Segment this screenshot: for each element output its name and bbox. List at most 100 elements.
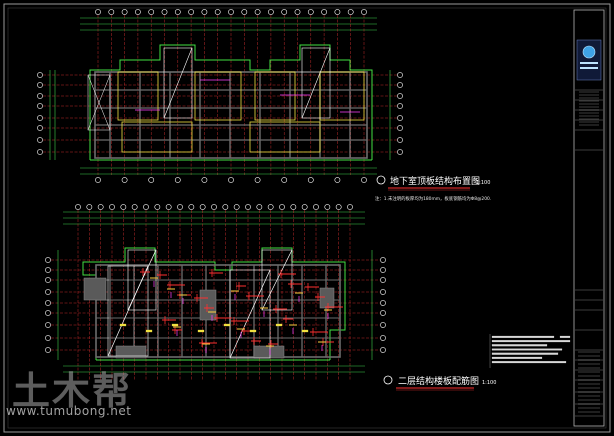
- label-mark: [275, 323, 283, 327]
- elevator-shaft: [87, 74, 111, 131]
- plan-2-scale: 1:100: [482, 380, 496, 386]
- grid-bubble: [254, 177, 261, 183]
- room-fill: [319, 287, 335, 309]
- grid-bubble: [201, 177, 208, 183]
- stair-diagonal: [301, 47, 331, 119]
- grid-bubble: [380, 347, 386, 353]
- grid-bubble: [228, 9, 234, 15]
- grid-bubble: [397, 137, 403, 143]
- sheet-border: [3, 3, 611, 433]
- grid-bubble: [290, 204, 297, 210]
- room-fill: [83, 277, 107, 301]
- grid-bubble: [397, 72, 403, 78]
- grid-bubble: [380, 277, 386, 283]
- note-line: [491, 335, 555, 338]
- grid-bubble: [380, 335, 386, 341]
- note-line: [491, 352, 559, 355]
- grid-bubble: [177, 204, 183, 210]
- grid-bubble: [211, 204, 217, 210]
- grid-bubble: [335, 204, 342, 210]
- stair-core: [229, 269, 271, 359]
- grid-bubble: [361, 177, 367, 183]
- company-logo-icon: [582, 45, 596, 59]
- grid-bubble: [37, 125, 43, 131]
- grid-bubble: [397, 82, 403, 88]
- grid-bubble: [45, 335, 51, 341]
- stair-diagonal: [163, 47, 193, 119]
- grid-bubble: [380, 310, 386, 316]
- grid-bubble: [256, 204, 263, 210]
- grid-bubble: [397, 125, 403, 131]
- grid-bubble: [143, 204, 149, 210]
- plan-1-note: 注：1.未注明的板厚均为180mm，板底钢筋均为Φ8@200.: [375, 195, 491, 202]
- grid-bubble: [188, 9, 194, 15]
- stair-diagonal: [261, 249, 293, 311]
- grid-bubble: [397, 93, 403, 99]
- note-line: [491, 361, 567, 364]
- grid-bubble: [86, 204, 93, 210]
- note-line: [491, 340, 571, 343]
- grid-bubble: [121, 9, 128, 15]
- room-fill: [199, 289, 217, 321]
- note-line: [491, 348, 563, 351]
- grid-bubble: [199, 204, 206, 210]
- grid-bubble: [254, 9, 261, 15]
- note-line: [559, 335, 571, 338]
- grid-bubble: [245, 204, 251, 210]
- grid-bubble: [334, 177, 341, 183]
- plan-1-title-group: 地下室顶板结构布置图 1:100 注：1.未注明的板厚均为180mm，板底钢筋均…: [375, 175, 491, 202]
- plan-2-second-floor: [45, 204, 386, 380]
- grid-bubble: [45, 289, 51, 295]
- stair-core: [261, 249, 293, 311]
- grid-bubble: [222, 204, 229, 210]
- grid-bubble: [37, 93, 43, 99]
- grid-bubble: [347, 9, 354, 15]
- grid-bubble: [45, 277, 51, 283]
- grid-bubble: [121, 177, 128, 183]
- label-mark: [301, 329, 309, 333]
- room-fill: [253, 345, 285, 359]
- grid-bubble: [37, 137, 43, 143]
- grid-bubble: [109, 204, 115, 210]
- grid-bubble: [188, 204, 195, 210]
- stair-core: [127, 249, 157, 311]
- slab-outline: [254, 71, 296, 121]
- plan-2-title: 二层结构楼板配筋图: [398, 375, 479, 387]
- grid-bubble: [161, 9, 168, 15]
- grid-bubble: [37, 72, 43, 78]
- stair-diagonal: [229, 269, 271, 359]
- grid-bubble: [347, 204, 353, 210]
- label-mark: [249, 329, 257, 333]
- grid-bubble: [301, 204, 308, 210]
- stair-diagonal: [127, 249, 157, 311]
- watermark-logo: 土木帮: [12, 369, 133, 413]
- grid-bubble: [279, 204, 285, 210]
- grid-bubble: [228, 177, 234, 183]
- label-mark: [223, 323, 231, 327]
- label-mark: [145, 329, 153, 333]
- plan-2-title-group: 二层结构楼板配筋图 1:100: [383, 375, 496, 391]
- grid-bubble: [321, 9, 327, 15]
- grid-bubble: [307, 9, 314, 15]
- grid-bubble: [45, 300, 51, 306]
- grid-bubble: [148, 9, 155, 15]
- grid-bubble: [380, 300, 386, 306]
- stair-core: [163, 47, 193, 119]
- label-mark: [171, 323, 179, 327]
- plan-1-scale: 1:100: [476, 180, 490, 186]
- grid-bubble: [45, 347, 51, 353]
- slab-outline: [194, 71, 242, 121]
- note-line: [491, 344, 548, 347]
- grid-bubble: [324, 204, 331, 210]
- note-line: [491, 356, 543, 359]
- grid-bubble: [241, 9, 248, 15]
- inner-border: [7, 7, 607, 429]
- grid-bubble: [45, 267, 51, 273]
- grid-bubble: [95, 177, 101, 183]
- grid-bubble: [397, 149, 403, 155]
- grid-bubble: [148, 177, 155, 183]
- grid-bubble: [397, 103, 403, 109]
- grid-bubble: [45, 310, 51, 316]
- grid-bubble: [281, 177, 288, 183]
